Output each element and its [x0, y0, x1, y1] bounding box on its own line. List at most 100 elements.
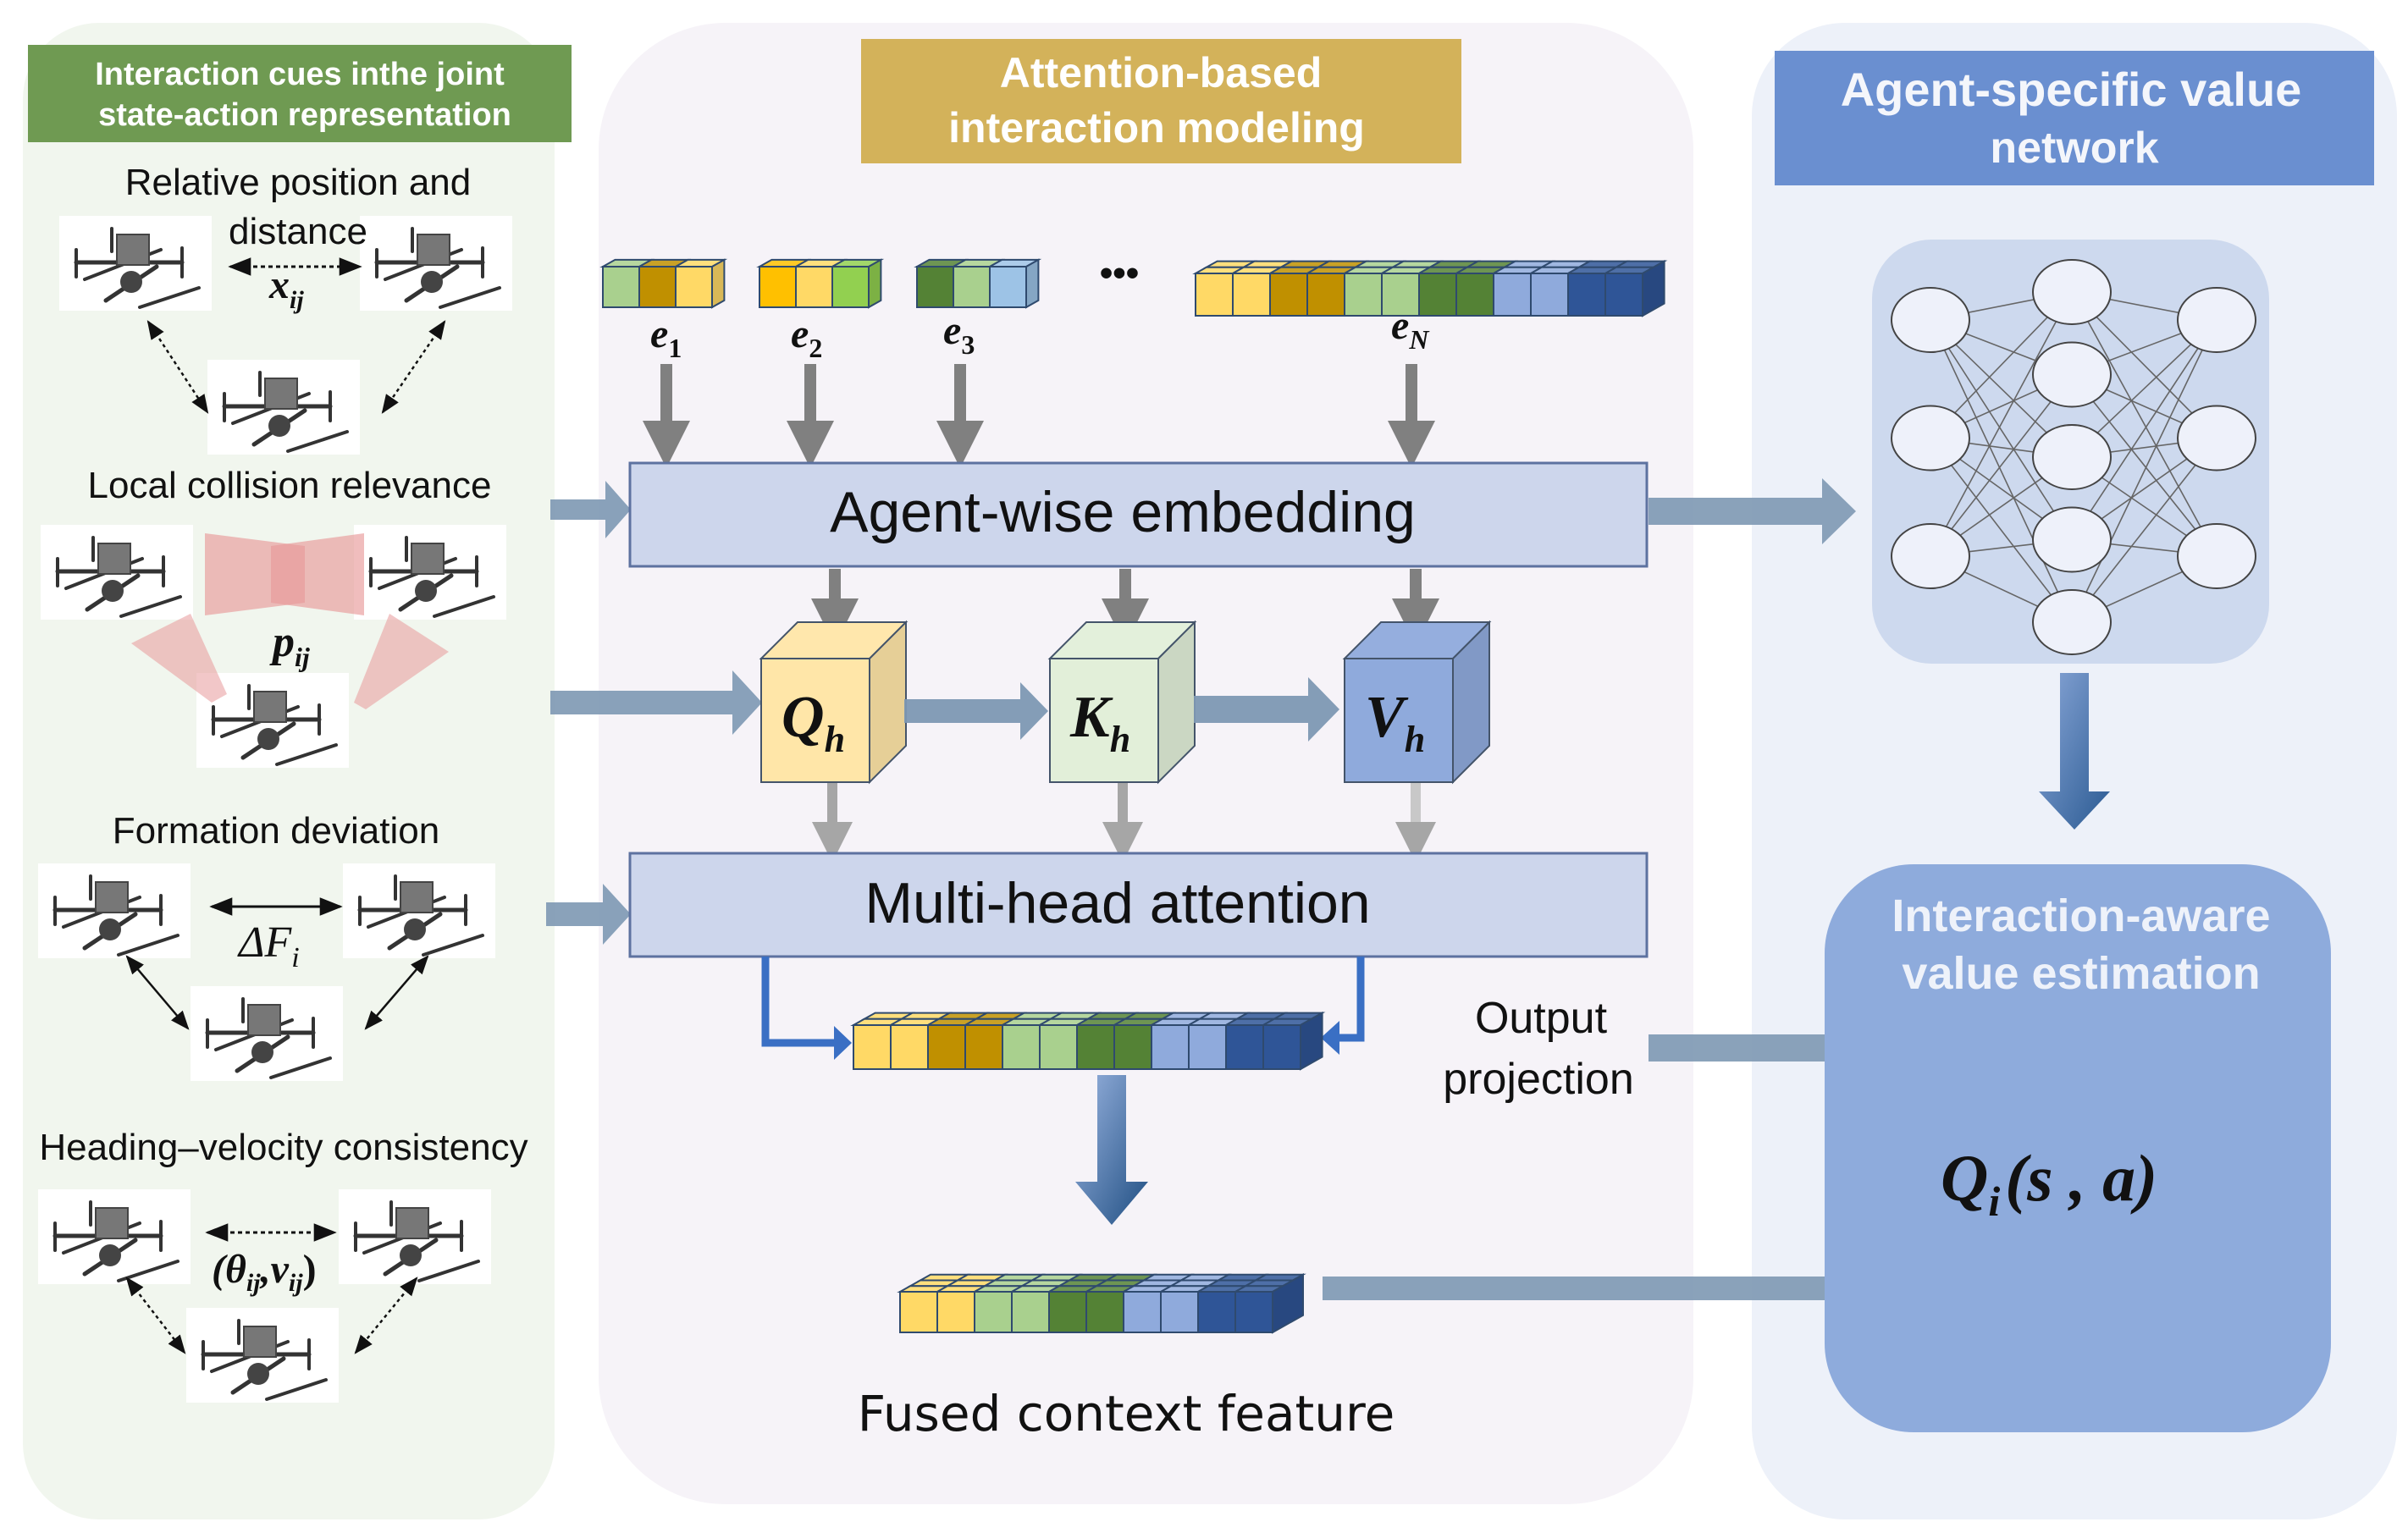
flow-arrow-fused-to-estimation: [1323, 1259, 1856, 1318]
drone-icon: [339, 1189, 491, 1284]
drone-icon: [191, 986, 343, 1081]
drone-hub: [253, 691, 287, 723]
drone-camera: [120, 271, 142, 293]
nn-node: [2032, 506, 2112, 573]
flow-arrow-q-to-k: [904, 682, 1048, 740]
cube-face: [1151, 1024, 1190, 1070]
cue-3-symbol: ΔFi: [237, 918, 300, 973]
fused-context-label: Fused context feature: [858, 1385, 1395, 1442]
cube-face: [1076, 1024, 1115, 1070]
cube-face: [1085, 1291, 1124, 1333]
cue-2-symbol: pij: [269, 618, 310, 672]
nn-node: [2032, 589, 2112, 655]
cube-face: [1262, 1024, 1301, 1070]
link: [381, 320, 446, 414]
drone-camera: [257, 728, 279, 750]
cube-face: [831, 266, 870, 308]
left-header-line2: state-action representation: [98, 97, 511, 133]
link: [146, 320, 209, 414]
link: [125, 1277, 186, 1354]
link: [364, 955, 429, 1030]
cube-face: [1113, 1024, 1152, 1070]
cube-qh: Qh: [759, 620, 909, 785]
estimation-title-line1: Interaction-aware: [1892, 891, 2270, 941]
embedding-e2: [756, 258, 885, 309]
cube-front: [1344, 658, 1454, 783]
nn-node: [1891, 287, 1970, 353]
right-header-line1: Agent-specific value: [1841, 63, 2302, 116]
cube-face: [1604, 273, 1643, 317]
drone-camera: [415, 580, 437, 602]
cue-2-label: Local collision relevance: [88, 465, 492, 506]
ellipsis: •••: [1100, 252, 1139, 294]
estimation-title-line2: value estimation: [1902, 948, 2260, 999]
qkv-input-arrows: [811, 569, 1439, 646]
cube-face: [1225, 1024, 1264, 1070]
cube-face: [964, 1024, 1003, 1070]
cube-face: [890, 1024, 929, 1070]
collision-cone: [271, 533, 364, 615]
head-stack-row: [850, 1011, 1326, 1071]
cue-local-collision: Local collision relevance pij: [41, 465, 506, 768]
cube-face: [759, 266, 797, 308]
cue-heading-velocity: Heading–velocity consistency (θij,vij): [38, 1127, 528, 1403]
cube-face: [1195, 273, 1234, 317]
cube-label-k: Kh: [1069, 685, 1130, 760]
drone-arm: [265, 1378, 328, 1401]
cube-face: [936, 1291, 975, 1333]
drone-hub: [116, 234, 150, 266]
drone-arm: [269, 1056, 332, 1079]
drone-camera: [268, 415, 290, 437]
cube-face: [675, 266, 713, 308]
cube-face: [1197, 1291, 1236, 1333]
cube-face: [1234, 1291, 1273, 1333]
drone-camera: [99, 918, 121, 940]
drone-icon: [207, 360, 360, 455]
cube-face: [1188, 1024, 1227, 1070]
flow-arrow-to-embedding: [550, 481, 631, 538]
nn-edge: [1930, 438, 2073, 623]
cue-4-symbol: (θij,vij): [212, 1247, 317, 1297]
drone-icon: [343, 863, 495, 958]
cube-face: [899, 1291, 938, 1333]
embedding-vectors: [599, 258, 1668, 317]
cube-face: [1232, 273, 1271, 317]
cube-face: [1493, 273, 1532, 317]
cube-face: [1455, 273, 1494, 317]
nn-edge: [1930, 319, 2073, 623]
head-output-stack: [850, 1011, 1326, 1071]
connector-arrowhead: [1321, 1021, 1339, 1055]
attention-block-label: Multi-head attention: [864, 871, 1370, 935]
drone-icon: [38, 863, 191, 958]
nn-node: [1891, 523, 1970, 589]
cube-face: [1048, 1291, 1087, 1333]
flow-arrow-projection-to-estimation: [1649, 1014, 1856, 1082]
drone-hub: [264, 378, 298, 410]
left-panel-header: Interaction cues inthe joint state-actio…: [28, 45, 572, 142]
drone-hub: [243, 1326, 277, 1358]
cue-1-symbol: xij: [268, 262, 304, 314]
embedding-label-e3: e3: [943, 308, 975, 360]
drone-icon: [59, 216, 212, 311]
agent-wise-embedding-block: Agent-wise embedding: [628, 461, 1649, 568]
value-estimation-box: Interaction-aware value estimation Qi(s …: [1825, 864, 2331, 1432]
cue-1-label-line2: distance: [229, 211, 367, 252]
cube-front: [760, 658, 870, 783]
cube-face: [1011, 1291, 1050, 1333]
nn-edge: [1930, 291, 2073, 557]
cube-side: [1642, 259, 1665, 317]
cube-side: [1300, 1011, 1323, 1071]
nn-node: [1891, 405, 1970, 471]
multi-head-attention-block: Multi-head attention: [628, 852, 1649, 958]
nn-edge: [1930, 319, 2073, 540]
nn-node: [2177, 523, 2256, 589]
drone-camera: [247, 1363, 269, 1385]
nn-node: [2032, 341, 2112, 408]
cube-face: [1160, 1291, 1199, 1333]
nn-node: [2032, 259, 2112, 325]
drone-icon: [186, 1308, 339, 1403]
drone-arm: [275, 743, 338, 766]
fused-stack-row: [897, 1273, 1306, 1334]
drone-arm: [439, 286, 501, 309]
embedding-eN: [1192, 259, 1668, 317]
